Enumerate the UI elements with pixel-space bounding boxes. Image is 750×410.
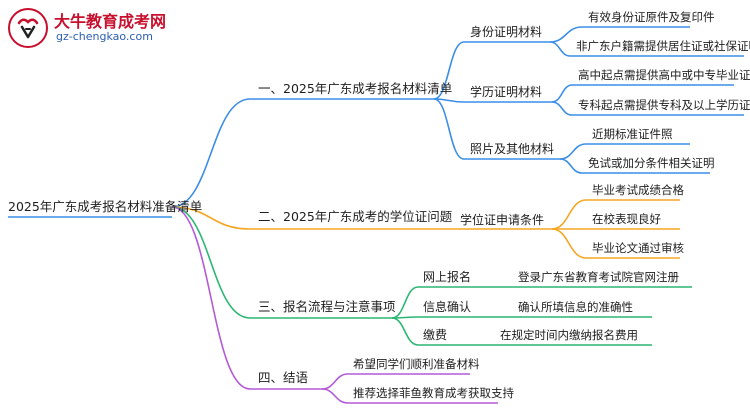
group-degree: 学位证申请条件 bbox=[460, 213, 545, 227]
link-b4-leaf2 bbox=[321, 388, 349, 404]
branch-1-label: 一、2025年广东成考报名材料清单 bbox=[258, 81, 453, 96]
branch-3-label: 三、报名流程与注意事项 bbox=[258, 299, 396, 314]
link-b1-identity bbox=[433, 41, 465, 100]
link-b1-education bbox=[433, 98, 465, 103]
link-education-leaf2 bbox=[551, 101, 573, 116]
mindmap-root: 2025年广东成考报名材料准备清单 bbox=[8, 199, 203, 214]
logo-title: 大牛教育成考网 bbox=[54, 12, 167, 31]
branch-4-label: 四、结语 bbox=[258, 370, 309, 385]
leaf-bonus-proof: 免试或加分条件相关证明 bbox=[588, 156, 715, 170]
leaf-pay-fee: 在规定时间内缴纳报名费用 bbox=[500, 328, 638, 342]
leaf-residence-proof: 非广东户籍需提供居住证或社保证明 bbox=[576, 39, 750, 53]
group-online-signup: 网上报名 bbox=[423, 270, 472, 284]
bull-logo-icon bbox=[8, 8, 48, 48]
group-info-confirm: 信息确认 bbox=[423, 300, 472, 314]
leaf-college-diploma: 专科起点需提供专科及以上学历证书 bbox=[578, 98, 750, 112]
leaf-website-register: 登录广东省教育考试院官网注册 bbox=[518, 270, 679, 284]
group-photo: 照片及其他材料 bbox=[470, 142, 555, 156]
link-identity-leaf1 bbox=[549, 26, 583, 43]
link-degree-leaf1 bbox=[551, 199, 587, 230]
group-identity: 身份证明材料 bbox=[470, 25, 543, 39]
group-education: 学历证明材料 bbox=[470, 85, 543, 99]
site-logo: 大牛教育成考网 gz-chengkao.com bbox=[8, 6, 188, 52]
link-degree-leaf3 bbox=[551, 228, 587, 259]
link-b3-online bbox=[391, 286, 419, 319]
leaf-thesis-review: 毕业论文通过审核 bbox=[592, 241, 684, 255]
leaf-id-card: 有效身份证原件及复印件 bbox=[588, 10, 715, 24]
leaf-good-conduct: 在校表现良好 bbox=[592, 212, 661, 226]
link-root-branch1 bbox=[171, 98, 251, 208]
leaf-wish-success: 希望同学们顺利准备材料 bbox=[353, 357, 480, 371]
link-b1-photo bbox=[433, 98, 465, 160]
group-payment: 缴费 bbox=[423, 328, 448, 342]
link-photo-leaf1 bbox=[559, 143, 587, 160]
logo-url[interactable]: gz-chengkao.com bbox=[56, 30, 153, 43]
link-b3-payment bbox=[391, 317, 419, 346]
link-education-leaf1 bbox=[551, 84, 573, 103]
link-root-branch3 bbox=[171, 206, 251, 319]
link-photo-leaf2 bbox=[559, 158, 583, 174]
link-identity-leaf2 bbox=[549, 41, 571, 57]
link-root-branch4 bbox=[171, 206, 251, 390]
branch-2-label: 二、2025年广东成考的学位证问题 bbox=[258, 209, 453, 224]
leaf-recommend-support: 推荐选择菲鱼教育成考获取支持 bbox=[353, 386, 514, 400]
leaf-highschool-diploma: 高中起点需提供高中或中专毕业证 bbox=[578, 68, 750, 82]
link-b4-leaf1 bbox=[321, 373, 349, 390]
leaf-confirm-accuracy: 确认所填信息的准确性 bbox=[518, 300, 633, 314]
leaf-standard-photo: 近期标准证件照 bbox=[592, 127, 673, 141]
leaf-exam-pass: 毕业考试成绩合格 bbox=[592, 183, 684, 197]
link-root-branch2 bbox=[171, 206, 251, 230]
